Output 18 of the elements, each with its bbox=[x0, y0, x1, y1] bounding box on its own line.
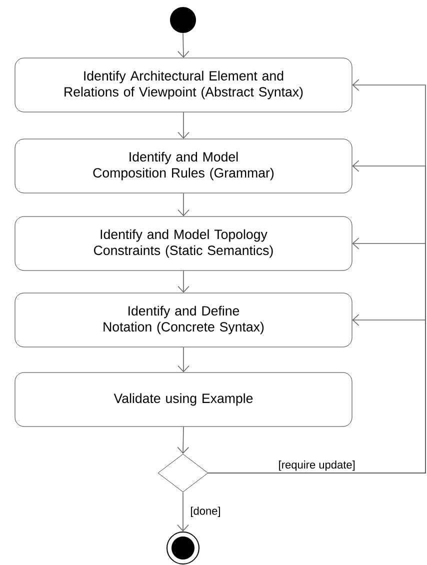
arrow bbox=[177, 32, 190, 58]
edge-label: [done] bbox=[190, 506, 220, 517]
arrow bbox=[178, 270, 190, 293]
arrow bbox=[178, 112, 190, 139]
decision-diamond bbox=[158, 454, 208, 492]
edge-label: [require update] bbox=[279, 460, 355, 471]
activity-box: Validate using Example bbox=[14, 372, 352, 427]
arrow bbox=[178, 346, 190, 372]
start-node bbox=[170, 7, 196, 33]
activity-box: Identify and Define Notation (Concrete Syntax) bbox=[14, 292, 352, 348]
end-node bbox=[166, 532, 200, 564]
arrow bbox=[178, 192, 190, 216]
activity-box: Identify and Model Topology Constraints (Static Semantics) bbox=[14, 216, 352, 271]
arrow bbox=[177, 492, 189, 532]
arrow bbox=[177, 426, 190, 454]
activity-box: Identify and Model Composition Rules (Grammar) bbox=[14, 138, 352, 194]
arrow bbox=[208, 314, 426, 474]
activity-box: Identify Architectural Element and Relations of Viewpoint (Abstract Syntax) bbox=[14, 58, 352, 112]
